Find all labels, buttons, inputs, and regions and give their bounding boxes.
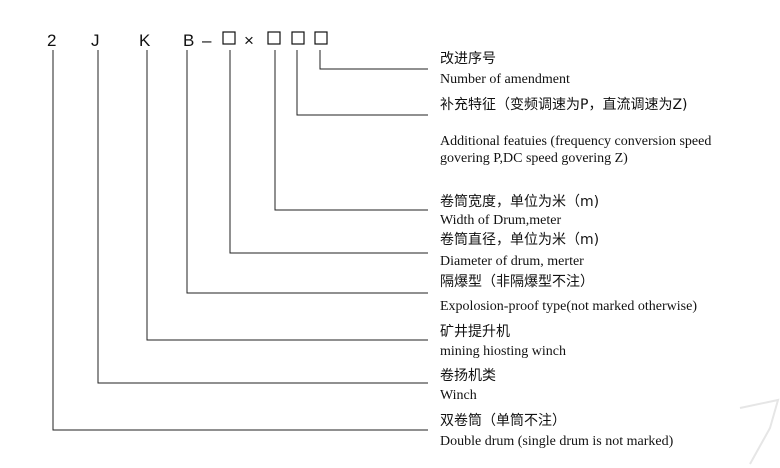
label-double-drum-en: Double drum (single drum is not marked) bbox=[440, 434, 674, 449]
label-mining-en: mining hiosting winch bbox=[440, 344, 566, 359]
placeholder-box-amendment bbox=[314, 31, 328, 45]
leader-line-mining bbox=[146, 50, 428, 341]
label-width-en: Width of Drum,meter bbox=[440, 213, 562, 228]
leader-line-amendment bbox=[319, 50, 428, 70]
leader-line-explosion-proof bbox=[186, 50, 428, 294]
label-feature-cn: 补充特征（变频调速为P，直流调速为Z) bbox=[440, 97, 688, 113]
placeholder-box-width bbox=[267, 31, 281, 45]
leader-line-width bbox=[274, 50, 428, 211]
label-diameter-en: Diameter of drum, merter bbox=[440, 254, 584, 269]
leader-line-feature bbox=[296, 50, 428, 116]
code-dash: – bbox=[202, 31, 212, 50]
code-times: × bbox=[244, 31, 254, 50]
code-char-j: J bbox=[91, 31, 100, 50]
label-winch-cn: 卷扬机类 bbox=[440, 368, 496, 384]
label-feature-en-line2: govering P,DC speed govering Z) bbox=[440, 151, 628, 166]
watermark-mark bbox=[739, 398, 780, 465]
code-char-b: B bbox=[183, 31, 194, 50]
label-double-drum-cn: 双卷筒（单筒不注） bbox=[440, 413, 566, 429]
leader-line-diameter bbox=[229, 50, 428, 254]
label-explosion-proof-cn: 隔爆型（非隔爆型不注） bbox=[440, 274, 594, 290]
leader-line-double-drum bbox=[52, 50, 428, 431]
label-width-cn: 卷筒宽度，单位为米（m) bbox=[440, 194, 600, 210]
label-explosion-proof-en: Expolosion-proof type(not marked otherwi… bbox=[440, 299, 697, 314]
leader-line-winch bbox=[97, 50, 428, 384]
placeholder-box-diameter bbox=[222, 31, 236, 45]
code-char-2: 2 bbox=[47, 31, 56, 50]
placeholder-box-feature bbox=[291, 31, 305, 45]
label-winch-en: Winch bbox=[440, 388, 477, 403]
label-feature-en: Additional featuies (frequency conversio… bbox=[440, 134, 712, 149]
label-amendment-en: Number of amendment bbox=[440, 72, 570, 87]
label-diameter-cn: 卷筒直径，单位为米（m) bbox=[440, 232, 600, 248]
label-mining-cn: 矿井提升机 bbox=[440, 324, 510, 340]
label-amendment-cn: 改进序号 bbox=[440, 51, 496, 67]
code-char-k: K bbox=[139, 31, 151, 50]
